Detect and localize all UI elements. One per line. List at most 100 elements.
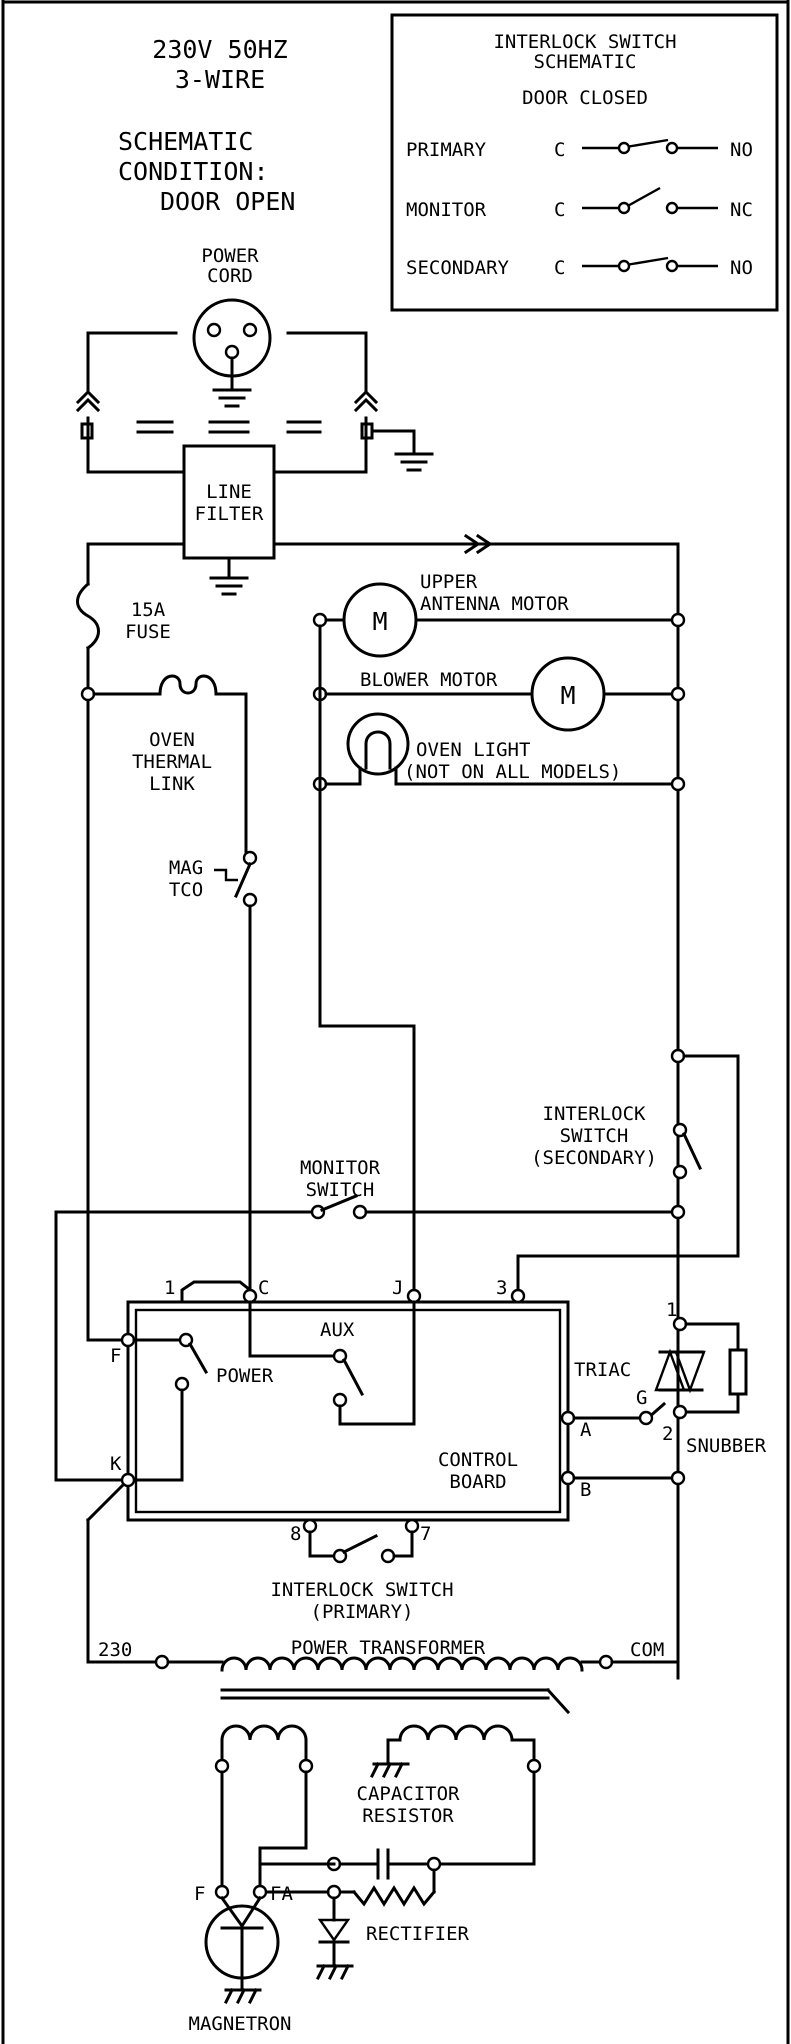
transformer-label: POWER TRANSFORMER xyxy=(291,1637,486,1659)
condition-line-2: CONDITION: xyxy=(118,157,269,186)
resistor-icon xyxy=(351,1885,437,1907)
transformer-left-label: 230 xyxy=(98,1639,132,1661)
hot-rail xyxy=(80,686,130,1342)
pin-k-label: K xyxy=(110,1453,122,1475)
thermal-link-icon xyxy=(158,674,218,696)
triac-label: TRIAC xyxy=(574,1359,631,1381)
legend-title-2: SCHEMATIC xyxy=(534,51,637,73)
legend-row-state: NC xyxy=(730,199,753,221)
fuse: 15A FUSE xyxy=(76,581,171,696)
filter-capacitor-marks xyxy=(136,420,322,434)
rectifier-icon xyxy=(317,1918,351,1944)
load-bus xyxy=(318,624,416,1298)
magnetron-fa-label: FA xyxy=(270,1883,293,1905)
blower-motor: M BLOWER MOTOR xyxy=(312,656,686,732)
triac-gate-label: G xyxy=(636,1387,647,1409)
fuse-label-1: 15A xyxy=(131,599,166,621)
upper-antenna-motor: M UPPER ANTENNA MOTOR xyxy=(312,571,686,658)
pin-j-label: J xyxy=(392,1277,403,1299)
pin-f-label: F xyxy=(110,1345,121,1367)
control-board-label-2: BOARD xyxy=(449,1471,506,1493)
control-board: CONTROL BOARD 1 C J 3 F POWER K AUX xyxy=(110,1277,686,1522)
capacitor-label-2: RESISTOR xyxy=(362,1805,454,1827)
legend-row-monitor: MONITOR C NC xyxy=(406,186,753,221)
legend-row-state: NO xyxy=(730,139,753,161)
pin-1-label: 1 xyxy=(164,1277,175,1299)
primary-switch-blade xyxy=(341,1533,379,1555)
legend-box: INTERLOCK SWITCH SCHEMATIC DOOR CLOSED P… xyxy=(390,13,779,312)
legend-row-common: C xyxy=(554,199,565,221)
pin-c-label: C xyxy=(258,1277,269,1299)
ground-icon xyxy=(369,1761,410,1779)
magnetron: F FA MAGNETRON xyxy=(189,1883,294,2035)
legend-title-1: INTERLOCK SWITCH xyxy=(493,31,676,53)
lamp-icon xyxy=(346,712,410,776)
legend-row-secondary: SECONDARY C NO xyxy=(406,256,753,279)
triac-pin-1-label: 1 xyxy=(666,1299,677,1321)
mag-tco: MAG TCO xyxy=(169,850,258,1298)
interlock-secondary-label-3: (SECONDARY) xyxy=(531,1147,657,1169)
thermal-link-label-2: THERMAL xyxy=(132,751,212,773)
pin-a-label: A xyxy=(580,1419,592,1441)
hv-winding-icon xyxy=(398,1724,514,1742)
blower-motor-label: BLOWER MOTOR xyxy=(360,669,498,691)
power-cord-label-1: POWER xyxy=(201,245,259,267)
pin-1-strap xyxy=(180,1280,252,1304)
aux-relay-label: AUX xyxy=(320,1319,355,1341)
triac-pin-2-label: 2 xyxy=(662,1423,673,1445)
power-cord: POWER CORD xyxy=(86,245,368,408)
blower-motor-symbol: M xyxy=(560,681,575,710)
ground-icon xyxy=(212,388,252,408)
mag-tco-label-1: MAG xyxy=(169,857,203,879)
capacitor-label-1: CAPACITOR xyxy=(357,1783,461,1805)
legend-row-common: C xyxy=(554,139,565,161)
ground-icon xyxy=(209,576,249,596)
upper-motor-symbol: M xyxy=(372,607,387,636)
fuse-label-2: FUSE xyxy=(125,621,171,643)
ground-icon xyxy=(223,1987,262,2005)
cord-conductor-right xyxy=(272,331,434,474)
secondary-switch-blade xyxy=(682,1132,702,1170)
monitor-switch: MONITOR SWITCH xyxy=(54,1157,686,1482)
magnetron-f-label: F xyxy=(194,1883,205,1905)
legend-row-name: MONITOR xyxy=(406,199,487,221)
power-relay-label: POWER xyxy=(216,1365,274,1387)
condition-line-1: SCHEMATIC xyxy=(118,127,253,156)
interlock-secondary-label-2: SWITCH xyxy=(560,1125,629,1147)
legend-subtitle: DOOR CLOSED xyxy=(522,87,648,109)
triac-assembly: TRIAC 1 G 2 SNUBBER xyxy=(574,1299,767,1457)
filter-output-wires xyxy=(86,533,680,586)
snubber-resistor-icon xyxy=(728,1348,748,1396)
condition-label: SCHEMATIC CONDITION: DOOR OPEN xyxy=(118,127,295,216)
upper-motor-label-2: ANTENNA MOTOR xyxy=(420,593,569,615)
transformer-right-label: COM xyxy=(630,1639,664,1661)
interlock-primary-label-2: (PRIMARY) xyxy=(311,1601,414,1623)
pin-8-label: 8 xyxy=(290,1523,301,1545)
magnetron-label: MAGNETRON xyxy=(189,2013,292,2035)
pin-7-label: 7 xyxy=(420,1523,431,1545)
monitor-switch-blade xyxy=(320,1194,358,1212)
primary-winding-icon xyxy=(220,1656,584,1672)
oven-light-label-2: (NOT ON ALL MODELS) xyxy=(404,761,621,783)
monitor-switch-label-1: MONITOR xyxy=(300,1157,381,1179)
cord-conductor-left xyxy=(75,331,186,474)
filament-winding-icon xyxy=(220,1724,308,1742)
aux-relay-blade xyxy=(341,1357,365,1397)
rectifier-label: RECTIFIER xyxy=(366,1923,470,1945)
legend-row-name: PRIMARY xyxy=(406,139,487,161)
oven-light: OVEN LIGHT (NOT ON ALL MODELS) xyxy=(312,712,686,792)
pin-b-label: B xyxy=(580,1479,591,1501)
mag-tco-label-2: TCO xyxy=(169,879,203,901)
snubber-label: SNUBBER xyxy=(686,1435,767,1457)
supply-wiring: 3-WIRE xyxy=(175,65,265,94)
hv-circuit: CAPACITOR RESISTOR RECTIFIER xyxy=(220,1770,536,1981)
legend-row-state: NO xyxy=(730,257,753,279)
line-filter-label-1: LINE xyxy=(206,481,252,503)
legend-row-common: C xyxy=(554,257,565,279)
tco-switch-icon xyxy=(234,862,252,898)
fuse-icon xyxy=(76,581,100,651)
oven-thermal-link: OVEN THERMAL LINK xyxy=(92,674,248,854)
monitor-switch-label-2: SWITCH xyxy=(306,1179,375,1201)
